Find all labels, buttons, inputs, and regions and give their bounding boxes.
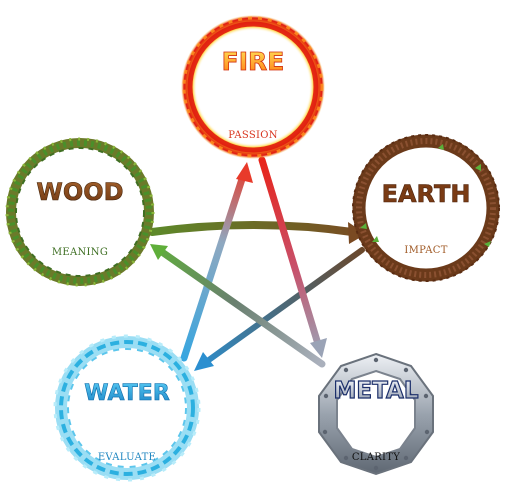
cycle-arrows (148, 156, 366, 371)
arrow-earth-to-water (194, 247, 365, 371)
earth-element: EARTH IMPACT (352, 134, 500, 282)
earth-title: EARTH (382, 180, 471, 208)
water-subtitle: EVALUATE (98, 452, 156, 463)
fire-title: FIRE (222, 47, 285, 76)
metal-title: METAL (334, 378, 419, 404)
arrow-wood-to-earth (148, 221, 366, 244)
fire-subtitle: PASSION (228, 130, 278, 141)
water-element: WATER EVALUATE (53, 334, 201, 482)
wood-title: WOOD (36, 178, 123, 206)
wood-subtitle: MEANING (52, 247, 108, 258)
wood-element: WOOD MEANING (5, 137, 155, 287)
earth-subtitle: IMPACT (404, 245, 447, 256)
arrow-water-to-fire (180, 162, 253, 362)
metal-element: METAL CLARITY (318, 352, 434, 476)
arrow-metal-to-wood (150, 244, 326, 368)
fire-ring (181, 15, 325, 159)
metal-subtitle: CLARITY (352, 452, 400, 463)
arrow-fire-to-metal (258, 156, 327, 358)
metal-rivets (322, 357, 430, 471)
water-title: WATER (84, 381, 170, 406)
fire-element: FIRE PASSION (181, 15, 325, 159)
